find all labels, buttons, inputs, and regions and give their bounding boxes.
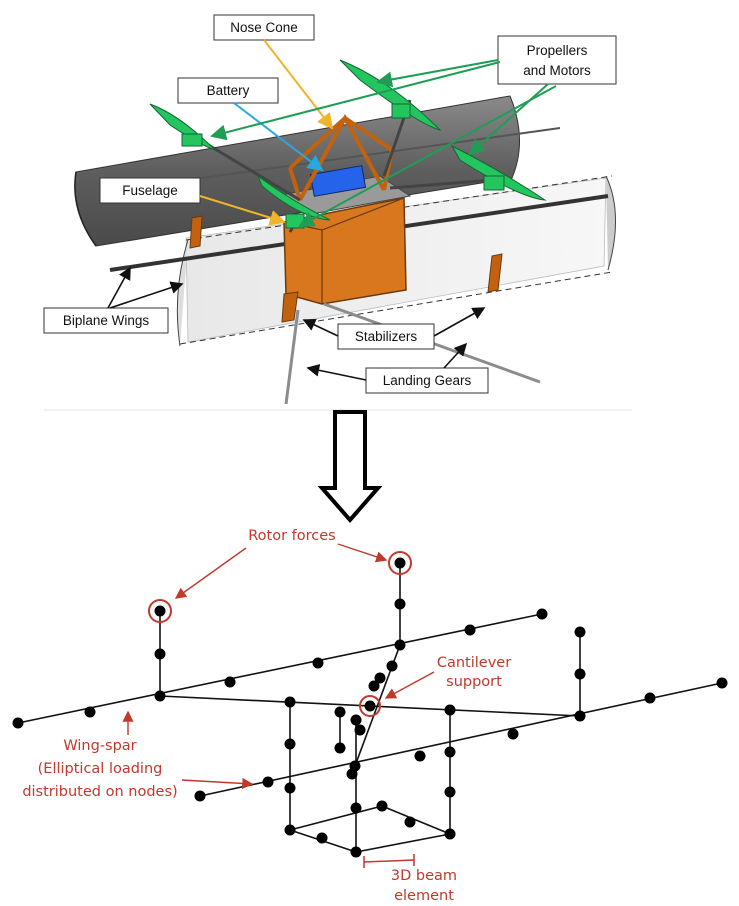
svg-text:Nose Cone: Nose Cone bbox=[230, 20, 298, 35]
cad-model bbox=[74, 59, 616, 405]
beam-node-27 bbox=[444, 746, 456, 758]
beam-element-label-line2: element bbox=[394, 888, 454, 904]
nose-cone-frame bbox=[288, 113, 394, 201]
cantilever-highlight bbox=[359, 695, 381, 717]
propellers bbox=[149, 59, 547, 229]
wingspar-label-line2: (Elliptical loading bbox=[38, 761, 163, 777]
wingspar-label-line1: Wing-spar bbox=[63, 738, 136, 754]
biplane-wings-label: Biplane Wings bbox=[43, 266, 184, 334]
svg-text:Battery: Battery bbox=[207, 83, 250, 98]
rotor-force-highlight-right bbox=[388, 551, 412, 575]
beam-node-13 bbox=[574, 710, 586, 722]
beam-node-0 bbox=[12, 717, 24, 729]
svg-text:and Motors: and Motors bbox=[523, 63, 591, 78]
beam-node-39 bbox=[374, 672, 386, 684]
beam-node-25 bbox=[284, 824, 296, 836]
beam-node-24 bbox=[284, 782, 296, 794]
beam-node-14 bbox=[644, 692, 656, 704]
nose-cone-label: Nose Cone bbox=[213, 14, 334, 130]
beam-node-36 bbox=[404, 816, 416, 828]
beam-node-16 bbox=[154, 605, 166, 617]
svg-text:Landing Gears: Landing Gears bbox=[383, 373, 472, 388]
beam-node-23 bbox=[284, 738, 296, 750]
beam-node-7 bbox=[536, 608, 548, 620]
beam-node-12 bbox=[507, 728, 519, 740]
beam-node-41 bbox=[364, 700, 376, 712]
beam-node-30 bbox=[350, 714, 362, 726]
beam-node-5 bbox=[394, 639, 406, 651]
beam-model: Rotor forces Cantilever support Wing-spa… bbox=[12, 528, 728, 904]
svg-text:Stabilizers: Stabilizers bbox=[355, 329, 418, 344]
landing-gears-label: Landing Gears bbox=[306, 342, 489, 394]
beam-element-label-line1: 3D beam bbox=[391, 868, 457, 884]
beam-node-31 bbox=[350, 802, 362, 814]
beam-element-1 bbox=[199, 682, 723, 797]
beam-node-2 bbox=[154, 690, 166, 702]
beam-node-4 bbox=[312, 657, 324, 669]
svg-text:Propellers: Propellers bbox=[527, 43, 588, 58]
beam-node-11 bbox=[414, 750, 426, 762]
stabilizers-label: Stabilizers bbox=[302, 307, 486, 350]
beam-node-40 bbox=[386, 660, 398, 672]
cantilever-label-line1: Cantilever bbox=[437, 655, 511, 671]
beam-node-22 bbox=[284, 696, 296, 708]
beam-node-6 bbox=[464, 624, 476, 636]
down-arrow-icon bbox=[317, 410, 383, 524]
beam-node-37 bbox=[316, 832, 328, 844]
beam-node-21 bbox=[574, 668, 586, 680]
beam-element-0 bbox=[17, 613, 543, 724]
beam-node-9 bbox=[262, 776, 274, 788]
beam-node-19 bbox=[394, 598, 406, 610]
wing-endplate bbox=[605, 175, 616, 271]
wingspar-label-line3: distributed on nodes) bbox=[22, 784, 177, 800]
rotor-forces-label: Rotor forces bbox=[248, 528, 336, 544]
svg-text:Biplane Wings: Biplane Wings bbox=[63, 313, 150, 328]
battery-label: Battery bbox=[177, 77, 324, 172]
rotor-force-highlight-left bbox=[148, 599, 172, 623]
beam-element-14 bbox=[381, 805, 451, 835]
upper-callouts: Nose Cone Battery Propellers and Motors … bbox=[43, 14, 617, 394]
stabilizers bbox=[189, 215, 503, 323]
propellers-label: Propellers and Motors bbox=[210, 35, 617, 227]
beam-node-38 bbox=[368, 680, 380, 692]
cantilever-label-line2: support bbox=[446, 674, 502, 690]
beam-node-28 bbox=[444, 786, 456, 798]
beam-node-33 bbox=[334, 706, 346, 718]
beam-node-1 bbox=[84, 706, 96, 718]
beam-node-26 bbox=[444, 704, 456, 716]
beam-node-34 bbox=[334, 742, 346, 754]
beam-node-15 bbox=[716, 677, 728, 689]
beam-node-20 bbox=[574, 626, 586, 638]
battery-block bbox=[309, 165, 367, 197]
beam-node-42 bbox=[354, 724, 366, 736]
beam-element-bracket bbox=[363, 854, 415, 868]
beam-node-32 bbox=[350, 846, 362, 858]
beam-element-13 bbox=[289, 805, 383, 831]
beam-element-12 bbox=[355, 833, 451, 853]
beam-node-17 bbox=[154, 648, 166, 660]
beam-node-43 bbox=[346, 768, 358, 780]
beam-node-35 bbox=[376, 800, 388, 812]
beam-node-29 bbox=[444, 828, 456, 840]
beam-node-3 bbox=[224, 676, 236, 688]
fuselage-label: Fuselage bbox=[99, 177, 286, 226]
beam-node-8 bbox=[194, 790, 206, 802]
beam-node-18 bbox=[394, 557, 406, 569]
svg-text:Fuselage: Fuselage bbox=[122, 183, 178, 198]
